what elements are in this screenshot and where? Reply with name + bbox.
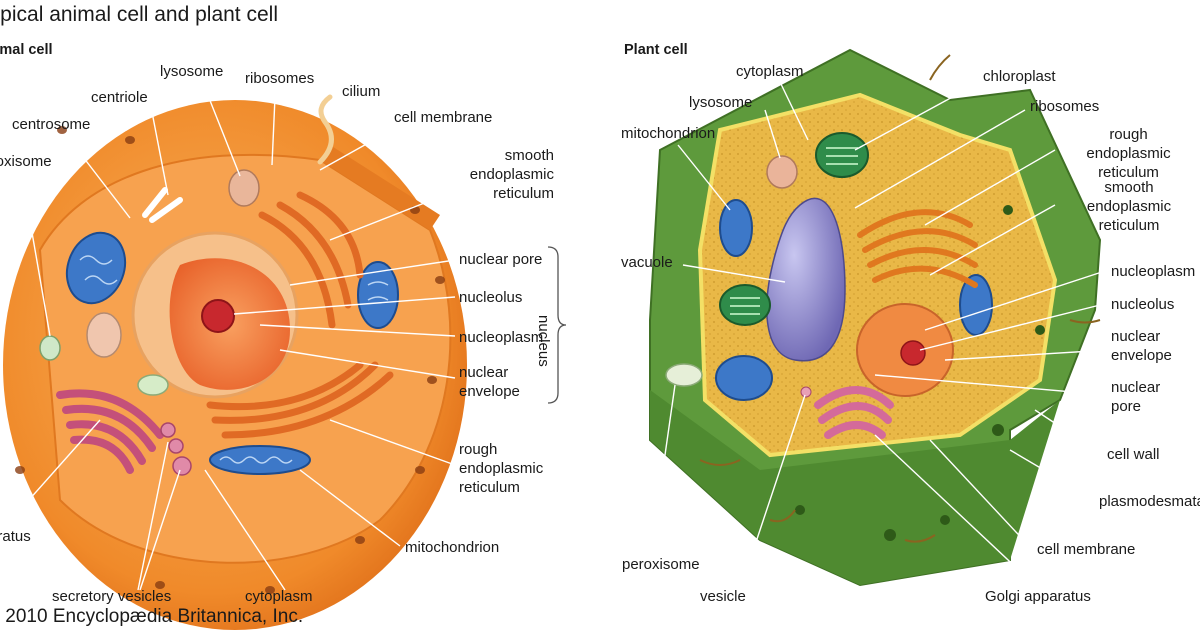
plant-mitochondria xyxy=(715,199,993,401)
animal-label-cell-membrane: cell membrane xyxy=(394,109,493,126)
plant-er xyxy=(857,209,978,288)
plant-label-chloroplast: chloroplast xyxy=(983,68,1056,85)
plant-peroxisome xyxy=(665,363,703,387)
nucleus-bracket xyxy=(547,246,567,404)
plant-label-nuclear-envelope: nuclear envelope xyxy=(1111,328,1172,364)
animal-golgi xyxy=(56,389,164,474)
animal-label-centrosome: centrosome xyxy=(12,116,91,133)
animal-lysosome xyxy=(228,169,260,207)
animal-nucleolus xyxy=(201,299,235,333)
animal-leader-lines xyxy=(19,87,497,591)
copyright-credit: © 2010 Encyclopædia Britannica, Inc. xyxy=(0,606,304,627)
plant-cell-heading: Plant cell xyxy=(624,42,688,58)
plant-nucleolus xyxy=(900,340,926,366)
plant-label-cell-membrane: cell membrane xyxy=(1037,541,1136,558)
animal-label-nucleus: nucleus xyxy=(535,315,552,367)
plant-cytoplasm xyxy=(697,92,1058,458)
figure-title: Typical animal cell and plant cell xyxy=(0,3,278,26)
animal-label-smooth-er: smooth endoplasmic reticulum xyxy=(469,147,554,202)
plant-wall-front xyxy=(650,390,1060,585)
membrane-pits xyxy=(15,126,445,594)
plant-label-nuclear-pore: nuclear pore xyxy=(1111,379,1161,415)
animal-label-golgi: Golgi apparatus xyxy=(0,528,31,545)
plant-label-cell-wall: cell wall xyxy=(1107,446,1160,463)
plant-label-ribosomes: ribosomes xyxy=(1030,98,1100,115)
plant-label-lysosome: lysosome xyxy=(689,94,753,111)
animal-label-centriole: centriole xyxy=(91,89,148,106)
plant-label-nucleoplasm: nucleoplasm xyxy=(1111,263,1196,280)
animal-cell-heading: Animal cell xyxy=(0,42,53,58)
plant-leader-lines xyxy=(649,81,1109,591)
plant-cell xyxy=(649,48,1102,587)
animal-label-secretory-vesicles: secretory vesicles xyxy=(52,588,172,605)
animal-label-nuclear-pore: nuclear pore xyxy=(459,251,543,268)
plant-vesicle xyxy=(800,386,812,398)
animal-label-peroxisome: peroxisome xyxy=(0,153,52,170)
plant-label-vesicle: vesicle xyxy=(700,588,746,605)
animal-peroxisome xyxy=(39,335,61,361)
plant-golgi xyxy=(814,386,894,439)
secretory-vesicles-shape xyxy=(160,422,192,476)
mito-cristae xyxy=(79,255,389,464)
plant-label-golgi: Golgi apparatus xyxy=(985,588,1091,605)
plant-wall-fibers xyxy=(699,54,1101,543)
animal-vesicle-large xyxy=(86,312,122,358)
animal-centriole xyxy=(142,187,183,223)
animal-label-cilium: cilium xyxy=(342,83,381,100)
animal-label-lysosome: lysosome xyxy=(160,63,224,80)
plant-label-mitochondrion: mitochondrion xyxy=(621,125,716,142)
plant-label-vacuole: vacuole xyxy=(621,254,673,271)
plant-label-rough-er: rough endoplasmic reticulum xyxy=(1086,126,1171,181)
plant-label-cytoplasm: cytoplasm xyxy=(736,63,804,80)
animal-mitochondria xyxy=(65,231,399,475)
animal-label-mitochondrion: mitochondrion xyxy=(405,539,500,556)
animal-label-nuclear-envelope: nuclear envelope xyxy=(459,364,520,400)
plasmodesmata-pits xyxy=(795,205,1045,541)
plant-lysosome xyxy=(766,155,798,189)
plant-label-peroxisome: peroxisome xyxy=(622,556,700,573)
animal-cilium xyxy=(317,94,334,165)
plant-label-plasmodesmata: plasmodesmata xyxy=(1099,493,1200,510)
animal-label-cytoplasm: cytoplasm xyxy=(245,588,313,605)
animal-label-nucleolus: nucleolus xyxy=(459,289,523,306)
plant-label-nucleolus: nucleolus xyxy=(1111,296,1175,313)
animal-er xyxy=(206,191,394,439)
animal-label-rough-er: rough endoplasmic reticulum xyxy=(459,441,544,496)
animal-label-ribosomes: ribosomes xyxy=(245,70,315,87)
chloroplast-thylakoids xyxy=(730,147,858,315)
plant-label-smooth-er: smooth endoplasmic reticulum xyxy=(1086,179,1172,234)
animal-label-nucleoplasm: nucleoplasm xyxy=(459,329,544,346)
animal-vesicle-green xyxy=(137,374,169,396)
